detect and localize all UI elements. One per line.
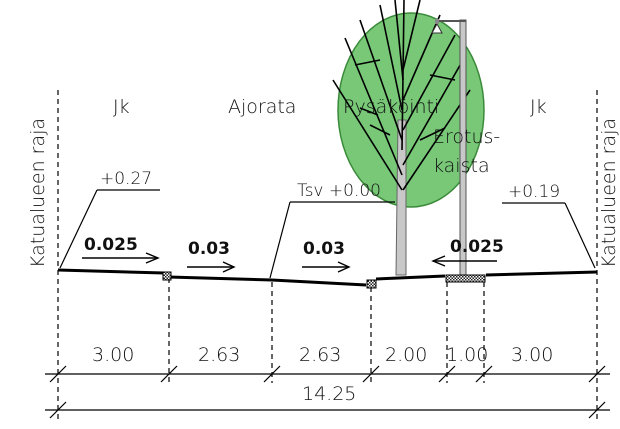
zone-label-erotus-1: Erotus-: [433, 126, 500, 148]
slope-label-2: 0.03: [188, 239, 230, 259]
zone-label-jk-left: Jk: [113, 96, 130, 118]
curb-left: [162, 271, 172, 281]
separator-strip: [445, 274, 486, 283]
width-label-3: 2.63: [299, 344, 341, 366]
slope-label-3: 0.03: [303, 239, 345, 259]
curb-center: [366, 279, 377, 289]
zone-label-jk-right: Jk: [530, 96, 547, 118]
width-label-5: 1.00: [446, 344, 488, 366]
right-boundary-label: Katualueen raja: [598, 118, 620, 268]
left-boundary-label: Katualueen raja: [27, 118, 49, 268]
zone-label-ajorata: Ajorata: [228, 96, 296, 118]
width-label-1: 3.00: [92, 344, 134, 366]
height-label-right: +0.19: [508, 182, 560, 202]
slope-label-4: 0.025: [450, 237, 504, 257]
pavement-profile: [57, 268, 598, 287]
height-label-left: +0.27: [100, 169, 152, 189]
zone-label-erotus-2: kaista: [433, 155, 490, 177]
width-label-4: 2.00: [385, 344, 427, 366]
width-label-2: 2.63: [198, 344, 240, 366]
width-label-6: 3.00: [511, 344, 553, 366]
total-width-label: 14.25: [302, 383, 356, 405]
height-label-center: Tsv +0.00: [297, 181, 381, 201]
zone-label-pysakointi: Pysäköinti: [343, 96, 439, 118]
slope-label-1: 0.025: [84, 235, 138, 255]
tree-icon: [332, 0, 485, 276]
